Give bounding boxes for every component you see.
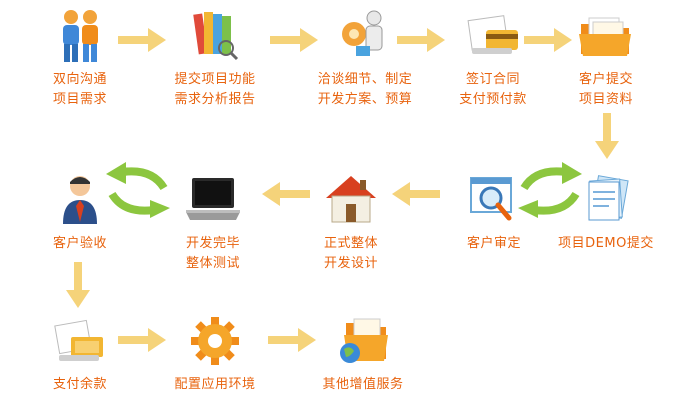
money-icon: [49, 313, 111, 369]
step-label-line1: 支付余款: [52, 377, 107, 392]
step-sign-contract: 签订合同 支付预付款: [428, 8, 558, 110]
meeting-icon: [334, 8, 396, 64]
step-label-line2: 项目资料: [578, 92, 633, 107]
laptop-icon: [182, 172, 244, 228]
flow-arrow-right: [268, 328, 316, 352]
flow-arrow-right: [397, 28, 445, 52]
flow-arrow-right: [524, 28, 572, 52]
step-label-line1: 其他增值服务: [322, 377, 404, 392]
step-label-line1: 开发完毕: [185, 236, 240, 251]
step-requirements-communication: 双向沟通 项目需求: [15, 8, 145, 110]
step-label-line2: 开发设计: [323, 256, 378, 271]
step-label-line2: 项目需求: [52, 92, 107, 107]
folder-documents-icon: [575, 8, 637, 64]
cycle-arrows-review: [518, 162, 582, 218]
step-submit-requirements-report: 提交项目功能 需求分析报告: [150, 8, 280, 110]
step-development-testing: 开发完毕 整体测试: [148, 172, 278, 274]
people-icon: [49, 8, 111, 64]
flow-arrow-right: [118, 328, 166, 352]
flow-arrow-down: [66, 262, 90, 308]
books-icon: [184, 8, 246, 64]
step-formal-development: 正式整体 开发设计: [286, 172, 416, 274]
globe-folder-icon: [332, 313, 394, 369]
step-label-line1: 正式整体: [323, 236, 378, 251]
step-label-line1: 签订合同: [465, 72, 520, 87]
step-customer-review: 客户审定: [429, 172, 559, 254]
flow-arrow-left: [392, 182, 440, 206]
gear-icon: [184, 313, 246, 369]
step-value-added-services: 其他增值服务: [298, 313, 428, 395]
step-label-line1: 洽谈细节、制定: [317, 72, 413, 87]
step-negotiate-details: 洽谈细节、制定 开发方案、预算: [300, 8, 430, 110]
step-label-line1: 项目DEMO提交: [558, 236, 654, 251]
step-label-line1: 客户提交: [578, 72, 633, 87]
step-label-line2: 开发方案、预算: [317, 92, 413, 107]
businessman-icon: [49, 172, 111, 228]
step-label-line2: 需求分析报告: [174, 92, 256, 107]
step-customer-submit-materials: 客户提交 项目资料: [541, 8, 671, 110]
step-label-line2: 支付预付款: [459, 92, 527, 107]
document-stack-icon: [575, 172, 637, 228]
step-label-line1: 双向沟通: [52, 72, 107, 87]
cycle-arrows-acceptance: [106, 162, 170, 218]
step-label-line1: 客户审定: [466, 236, 521, 251]
step-label-line1: 客户验收: [52, 236, 107, 251]
flow-arrow-down: [595, 113, 619, 159]
step-configure-environment: 配置应用环境: [150, 313, 280, 395]
step-pay-balance: 支付余款: [15, 313, 145, 395]
step-label-line1: 配置应用环境: [174, 377, 256, 392]
credit-card-icon: [462, 8, 524, 64]
step-label-line1: 提交项目功能: [174, 72, 256, 87]
step-demo-submission: 项目DEMO提交: [541, 172, 671, 254]
house-icon: [320, 172, 382, 228]
flow-arrow-right: [118, 28, 166, 52]
flow-arrow-left: [262, 182, 310, 206]
magnifier-window-icon: [463, 172, 525, 228]
step-label-line2: 整体测试: [185, 256, 240, 271]
flow-arrow-right: [270, 28, 318, 52]
step-customer-acceptance: 客户验收: [15, 172, 145, 254]
